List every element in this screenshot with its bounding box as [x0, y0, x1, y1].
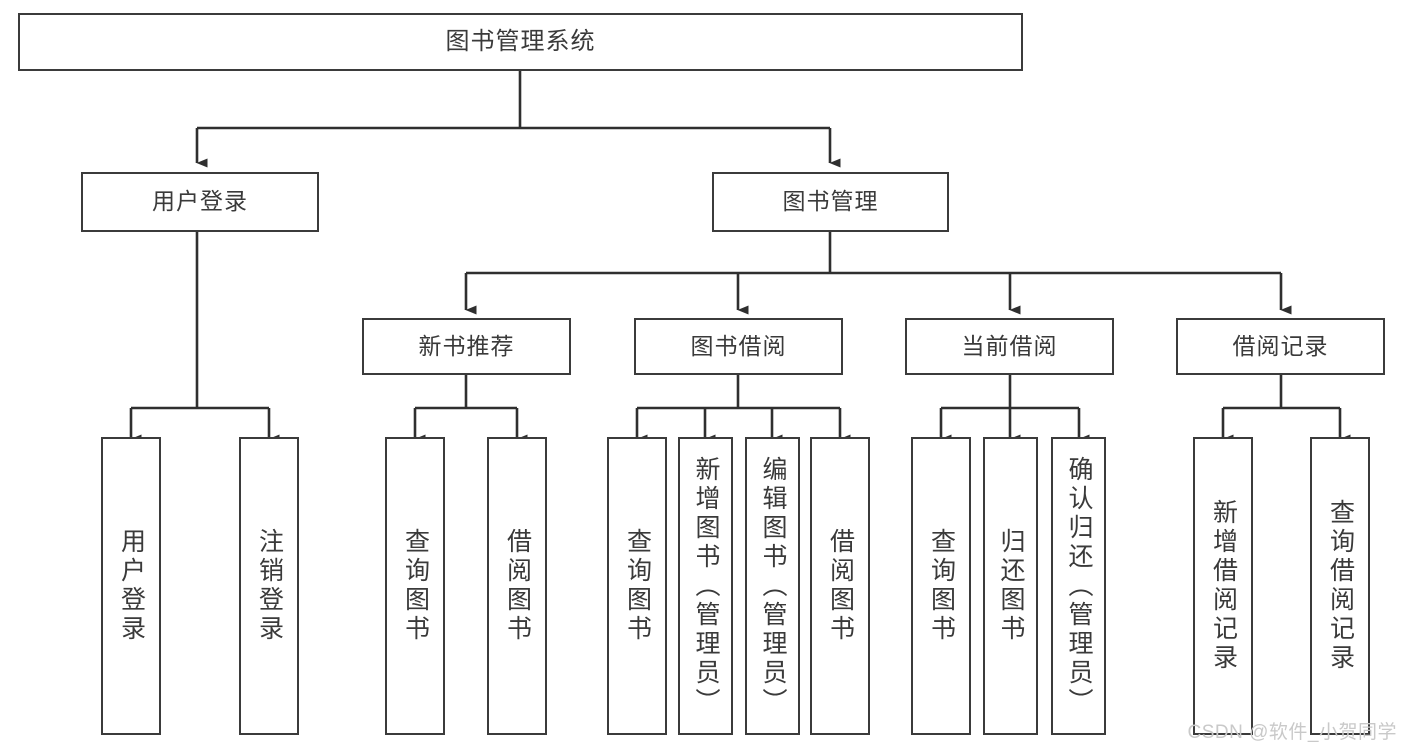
node-book-management[interactable]: 图书管理	[712, 172, 949, 232]
node-label: 归还图书	[997, 528, 1025, 644]
node-label: 新增图书（管理员）	[692, 455, 720, 717]
leaf-book-borrow-borrow[interactable]: 借阅图书	[810, 437, 870, 735]
leaf-user-login-logout[interactable]: 注销登录	[239, 437, 299, 735]
leaf-borrow-record-query[interactable]: 查询借阅记录	[1310, 437, 1370, 735]
leaf-book-borrow-query[interactable]: 查询图书	[607, 437, 667, 735]
node-new-book-recommend[interactable]: 新书推荐	[362, 318, 571, 375]
leaf-current-borrow-confirm[interactable]: 确认归还（管理员）	[1051, 437, 1106, 735]
node-label: 借阅图书	[503, 528, 532, 644]
leaf-book-borrow-add[interactable]: 新增图书（管理员）	[678, 437, 733, 735]
node-user-login[interactable]: 用户登录	[81, 172, 319, 232]
node-borrow-record[interactable]: 借阅记录	[1176, 318, 1385, 375]
node-label: 编辑图书（管理员）	[759, 455, 787, 717]
node-label: 查询借阅记录	[1326, 499, 1355, 673]
node-label: 当前借阅	[961, 332, 1058, 359]
node-label: 用户登录	[117, 528, 146, 644]
node-label: 查询图书	[623, 528, 652, 644]
leaf-current-borrow-return[interactable]: 归还图书	[983, 437, 1038, 735]
node-current-borrow[interactable]: 当前借阅	[905, 318, 1114, 375]
node-root-system[interactable]: 图书管理系统	[18, 13, 1023, 71]
node-label: 新书推荐	[418, 332, 515, 359]
node-book-borrow[interactable]: 图书借阅	[634, 318, 843, 375]
leaf-borrow-record-add[interactable]: 新增借阅记录	[1193, 437, 1253, 735]
node-label: 注销登录	[255, 528, 284, 644]
node-label: 确认归还（管理员）	[1065, 455, 1093, 717]
leaf-book-borrow-edit[interactable]: 编辑图书（管理员）	[745, 437, 800, 735]
node-label: 查询图书	[927, 528, 956, 644]
node-label: 图书管理系统	[445, 27, 596, 55]
node-label: 图书借阅	[690, 332, 787, 359]
node-label: 借阅图书	[826, 528, 855, 644]
leaf-user-login-login[interactable]: 用户登录	[101, 437, 161, 735]
leaf-current-borrow-query[interactable]: 查询图书	[911, 437, 971, 735]
node-label: 用户登录	[152, 188, 248, 215]
node-label: 新增借阅记录	[1209, 499, 1238, 673]
node-label: 查询图书	[401, 528, 430, 644]
node-label: 图书管理	[782, 188, 879, 215]
leaf-new-book-query[interactable]: 查询图书	[385, 437, 445, 735]
leaf-new-book-borrow[interactable]: 借阅图书	[487, 437, 547, 735]
node-label: 借阅记录	[1232, 332, 1329, 359]
watermark: CSDN @软件_小贺同学	[1187, 722, 1397, 743]
